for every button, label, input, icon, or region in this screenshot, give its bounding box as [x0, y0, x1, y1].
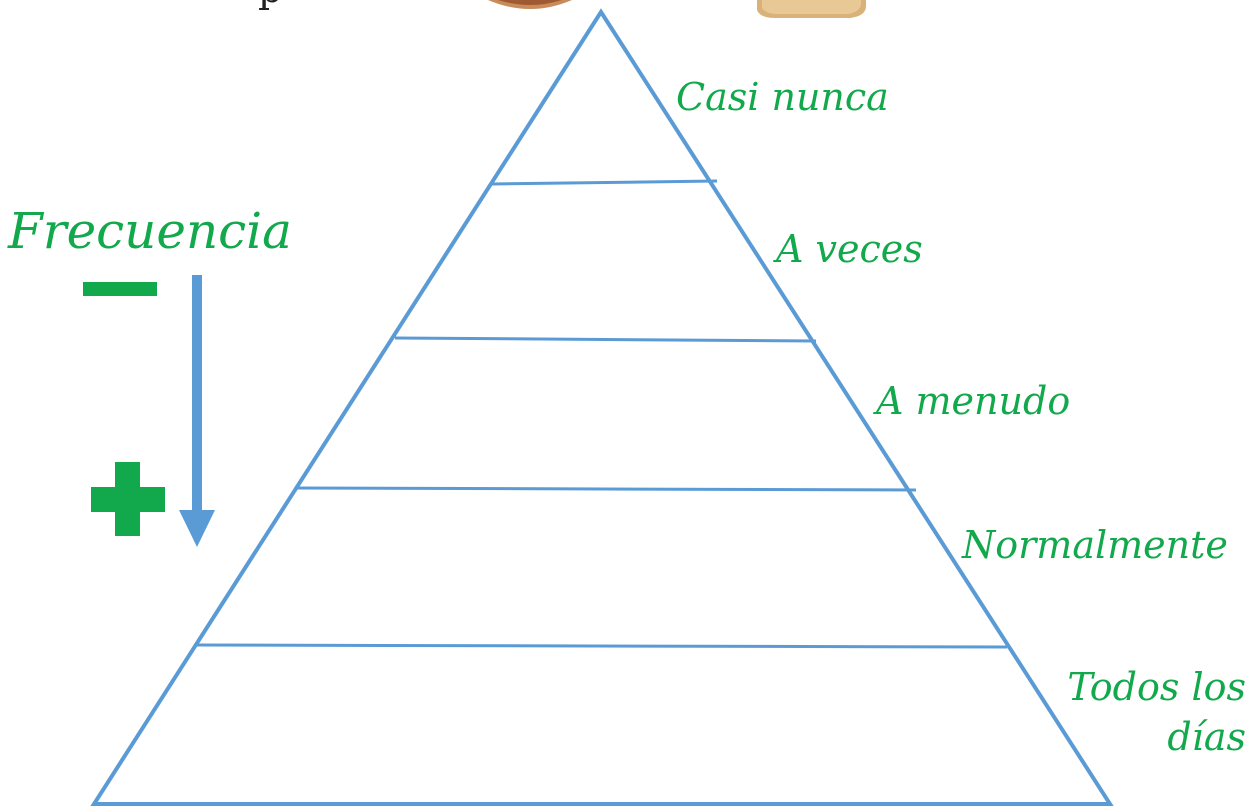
pyramid-divider-4: [196, 643, 1008, 649]
pyramid-divider-1: [491, 179, 718, 186]
level-label-normalmente: Normalmente: [962, 523, 1228, 567]
pyramid-outline: [90, 8, 1114, 806]
more-frequency-plus-icon: [91, 462, 165, 536]
level-label-casi-nunca: Casi nunca: [676, 75, 889, 119]
food-image-top-left: [488, 0, 572, 9]
bread-image-top-right: [757, 0, 866, 18]
level-label-a-menudo: A menudo: [876, 379, 1071, 423]
frequency-title: Frecuencia: [8, 202, 292, 260]
level-label-todos-los-dias: Todos los días: [1067, 665, 1246, 759]
pyramid-divider-2: [394, 336, 817, 343]
pyramid-divider-3: [295, 486, 917, 492]
cropped-heading-text: p: [258, 0, 288, 8]
frequency-arrow-head: [179, 510, 215, 547]
level-label-a-veces: A veces: [776, 227, 923, 271]
less-frequency-minus-icon: [83, 282, 157, 296]
